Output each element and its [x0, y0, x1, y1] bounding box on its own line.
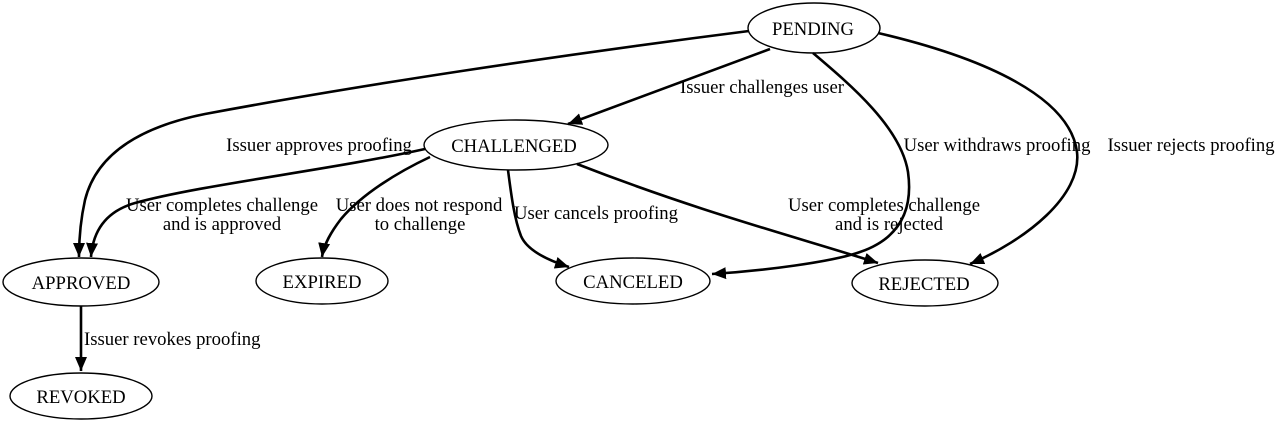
- edge-approved-revoked-label: Issuer revokes proofing: [84, 329, 260, 350]
- edge-challenged-expired-path: [318, 155, 431, 258]
- node-challenged-ellipse: [423, 119, 609, 171]
- edge-challenged-canceled-label: User cancels proofing: [514, 203, 678, 224]
- edge-challenged-approved: User completes challenge and is approved: [86, 147, 426, 258]
- edge-pending-canceled: User withdraws proofing: [711, 52, 1091, 280]
- edge-challenged-rejected-path: [576, 162, 879, 265]
- edge-challenged-canceled: User cancels proofing: [506, 169, 678, 269]
- node-expired: EXPIRED: [255, 257, 389, 305]
- edge-pending-rejected: Issuer rejects proofing: [877, 31, 1275, 266]
- edge-challenged-approved-label-line1: User completes challenge: [126, 195, 318, 216]
- node-expired-label: EXPIRED: [283, 272, 362, 293]
- node-revoked: REVOKED: [9, 372, 153, 420]
- node-revoked-ellipse: [9, 372, 153, 420]
- edge-challenged-approved-path: [86, 147, 426, 258]
- edge-challenged-approved-label-line2: and is approved: [163, 214, 282, 235]
- edge-challenged-rejected-label-line1: User completes challenge: [788, 195, 980, 216]
- edge-pending-canceled-path: [711, 52, 911, 280]
- edge-pending-approved-label: Issuer approves proofing: [226, 135, 412, 156]
- edge-challenged-rejected-label-line2: and is rejected: [835, 214, 944, 235]
- edge-approved-revoked: Issuer revokes proofing: [75, 306, 260, 371]
- edge-challenged-rejected: User completes challenge and is rejected: [576, 162, 980, 265]
- node-pending-label: PENDING: [772, 19, 854, 40]
- edge-pending-rejected-path: [877, 31, 1079, 266]
- edge-pending-challenged-label: Issuer challenges user: [680, 77, 845, 98]
- node-rejected-ellipse: [851, 259, 999, 307]
- edge-challenged-expired-label-line2: to challenge: [375, 214, 466, 235]
- edge-pending-rejected-label: Issuer rejects proofing: [1107, 135, 1274, 156]
- node-approved: APPROVED: [2, 257, 160, 307]
- node-pending: PENDING: [747, 2, 881, 54]
- edge-pending-challenged-path: [567, 47, 771, 126]
- node-expired-ellipse: [255, 257, 389, 305]
- node-challenged: CHALLENGED: [423, 119, 609, 171]
- node-approved-label: APPROVED: [32, 273, 131, 294]
- edge-pending-approved-path: [73, 29, 750, 258]
- edge-pending-approved: Issuer approves proofing: [73, 29, 750, 258]
- node-canceled: CANCELED: [555, 257, 711, 305]
- edge-challenged-expired-label-line1: User does not respond: [336, 195, 503, 216]
- node-rejected-label: REJECTED: [878, 274, 969, 295]
- node-challenged-label: CHALLENGED: [451, 136, 577, 157]
- node-revoked-label: REVOKED: [36, 387, 125, 408]
- node-canceled-ellipse: [555, 257, 711, 305]
- edge-pending-canceled-label: User withdraws proofing: [904, 135, 1091, 156]
- node-rejected: REJECTED: [851, 259, 999, 307]
- edge-challenged-canceled-path: [506, 169, 570, 269]
- edge-pending-challenged: Issuer challenges user: [567, 47, 845, 126]
- edge-challenged-expired: User does not respond to challenge: [318, 155, 503, 258]
- node-canceled-label: CANCELED: [583, 272, 683, 293]
